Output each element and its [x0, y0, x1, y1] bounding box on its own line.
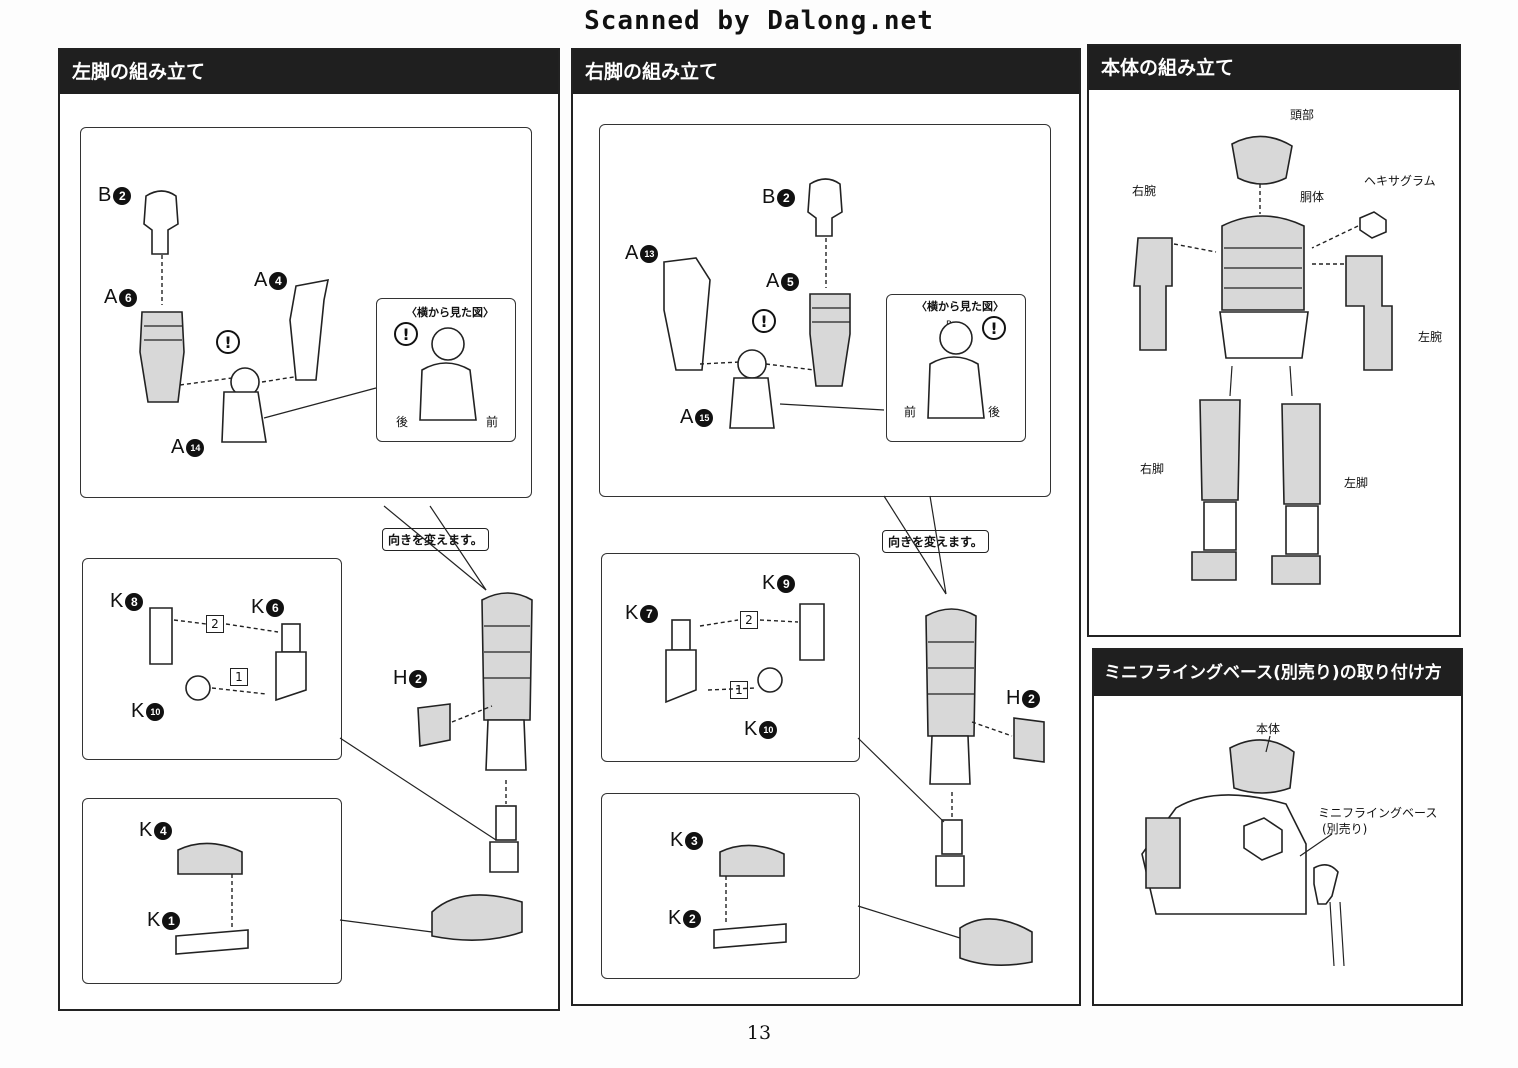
right-leg-title: 右脚の組み立て — [573, 50, 1079, 94]
left-arm-shape — [1345, 255, 1393, 371]
right-b2-shape — [807, 178, 843, 237]
page-number: 13 — [746, 1022, 772, 1044]
left-h2-shape — [417, 703, 451, 747]
mounted-body-shape — [1141, 739, 1307, 915]
left-leg-title: 左脚の組み立て — [60, 50, 558, 94]
head-shape — [1231, 135, 1293, 185]
left-a14-shape — [221, 367, 267, 443]
left-turn-note: 向きを変えます。 — [382, 528, 489, 551]
left-k1-shape — [175, 929, 249, 955]
label-mini-base-2: (別売り) — [1322, 822, 1368, 836]
left-leg-body-shape — [1271, 403, 1321, 585]
right-k9-shape — [799, 603, 825, 661]
hexagram-shape — [1359, 211, 1387, 239]
left-step-2: 2 — [206, 615, 224, 633]
right-caution-icon: ! — [752, 309, 776, 333]
right-k7-shape — [665, 619, 697, 704]
mini-base-title: ミニフライングベース(別売り)の取り付け方 — [1094, 650, 1461, 696]
left-b2-shape — [143, 190, 179, 255]
left-assembled-leg-shape — [431, 592, 533, 941]
label-head: 頭部 — [1290, 108, 1315, 122]
left-side-view-title: 〈横から見た図〉 — [406, 306, 494, 319]
torso-shape — [1219, 215, 1309, 359]
left-inset-caution-icon: ! — [394, 322, 418, 346]
right-side-view-shape — [927, 321, 985, 419]
scanned-watermark: Scanned by Dalong.net — [584, 6, 934, 36]
label-right-arm: 右腕 — [1132, 184, 1157, 198]
left-caution-icon: ! — [216, 330, 240, 354]
right-arm-shape — [1133, 237, 1173, 351]
left-side-view-back: 後 — [396, 415, 409, 429]
label-torso: 胴体 — [1300, 190, 1325, 204]
left-lower-box — [82, 798, 342, 984]
left-a4-shape — [289, 278, 330, 381]
label-left-arm: 左腕 — [1418, 330, 1443, 344]
right-k2-shape — [713, 923, 787, 949]
left-a6-shape — [139, 311, 185, 403]
left-k6-shape — [275, 623, 307, 702]
right-a15-shape — [729, 349, 775, 429]
right-h2-shape — [1013, 717, 1045, 763]
label-left-leg: 左脚 — [1344, 476, 1369, 490]
label-body: 本体 — [1256, 722, 1281, 736]
right-a5-shape — [809, 293, 851, 387]
right-side-view-back: 後 — [988, 405, 1001, 419]
right-side-view-front: 前 — [904, 405, 917, 419]
label-right-leg: 右脚 — [1140, 462, 1165, 476]
left-step-1: 1 — [230, 668, 248, 686]
left-k4-shape — [177, 842, 243, 875]
left-k10-shape — [185, 675, 211, 701]
left-side-view-front: 前 — [486, 415, 499, 429]
right-side-view-title: 〈横から見た図〉 — [916, 300, 1004, 313]
right-step-2: 2 — [740, 611, 758, 629]
label-hexagram: ヘキサグラム — [1364, 174, 1436, 188]
right-a13-shape — [663, 257, 711, 371]
label-mini-base-1: ミニフライングベース — [1318, 806, 1438, 820]
right-k3-shape — [719, 844, 785, 877]
left-k8-shape — [149, 607, 173, 665]
mini-base-stand-shape — [1313, 864, 1345, 967]
right-k10-shape — [757, 667, 783, 693]
right-step-1: 1 — [730, 681, 748, 699]
left-side-view-shape — [419, 327, 477, 421]
right-assembled-leg-shape — [925, 608, 1033, 966]
right-leg-body-shape — [1191, 399, 1241, 581]
body-assembly-title: 本体の組み立て — [1089, 46, 1459, 90]
right-inset-caution-icon: ! — [982, 316, 1006, 340]
right-lower-box — [601, 793, 860, 979]
